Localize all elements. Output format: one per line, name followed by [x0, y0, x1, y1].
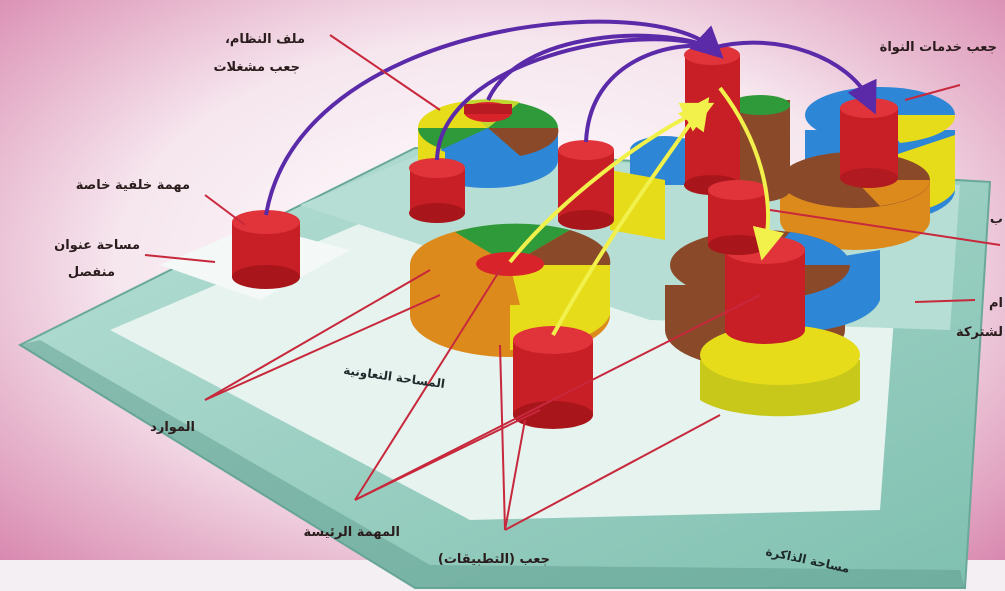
kernel-services-pie	[780, 87, 956, 250]
label-separate-address-space-1: مساحة عنوان	[54, 238, 140, 253]
label-resources: الموارد	[150, 420, 195, 435]
cylinder-driver	[409, 158, 465, 223]
purple-arrows	[264, 19, 877, 216]
label-shared-partial-2: لشتركة	[956, 325, 1003, 340]
label-driver-container: جعب مشغلات	[213, 60, 300, 75]
applications-pie	[665, 230, 880, 417]
label-applications-container: جعب (التطبيقات)	[437, 552, 550, 567]
label-partial-b: ب	[989, 212, 1003, 227]
label-private-background-task: مهمة خلفية خاصة	[75, 178, 190, 193]
label-system-file: ملف النظام،	[224, 32, 305, 47]
yellow-arrows	[508, 86, 785, 336]
label-main-task: المهمة الرئيسة	[303, 525, 400, 540]
cylinder-main-task	[513, 326, 593, 429]
label-separate-address-space-2: منفصل	[67, 265, 115, 280]
leader-lines	[144, 34, 1001, 531]
label-kernel-services: جعب خدمات النواة	[879, 40, 997, 55]
label-shared-partial: ام	[989, 296, 1003, 311]
cylinder-private-task	[232, 210, 300, 289]
cylinder-right-small	[708, 180, 768, 255]
